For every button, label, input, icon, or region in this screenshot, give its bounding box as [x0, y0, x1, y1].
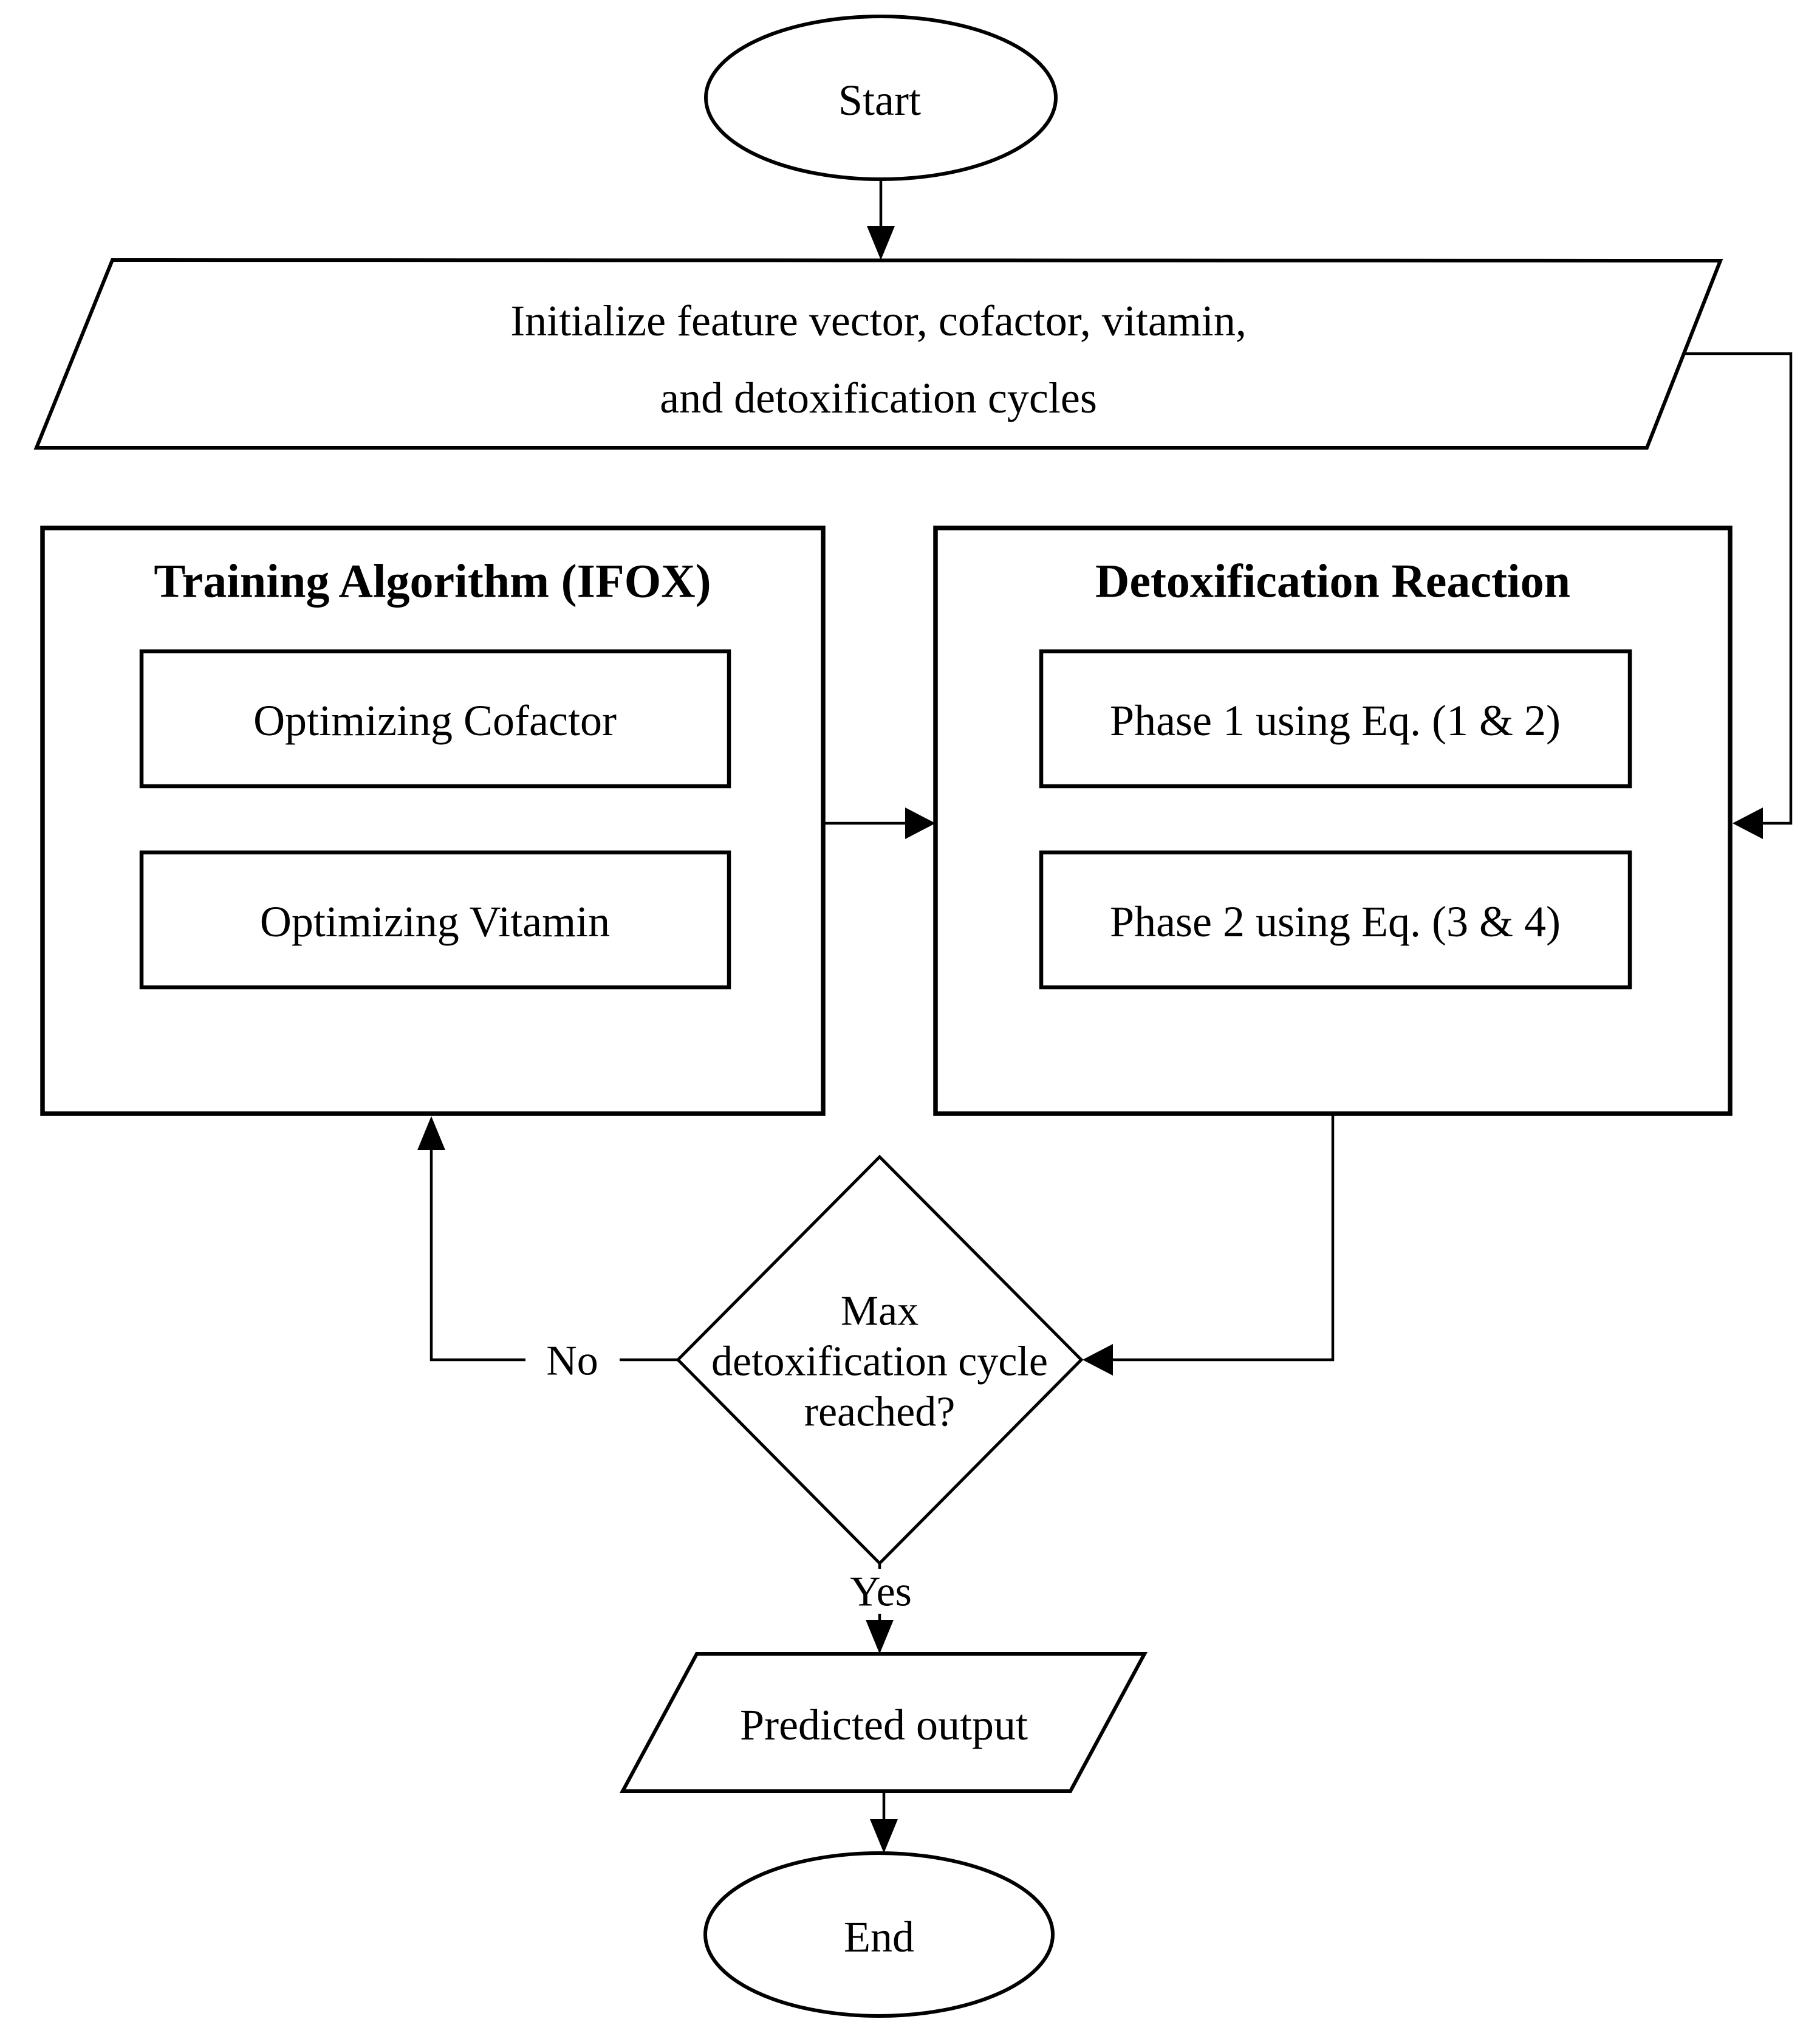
- arrow-left-icon: [1733, 807, 1763, 839]
- phase2-box: [1039, 850, 1632, 990]
- initialize-label-line2: and detoxification cycles: [660, 374, 1097, 422]
- decision-node: Max detoxification cycle reached?: [676, 1154, 1084, 1566]
- no-label-background: [525, 1335, 620, 1384]
- arrow-right-icon: [905, 807, 936, 839]
- edge-detox-to-decision-line: [1110, 1112, 1335, 1362]
- edge-output-to-end: [870, 1789, 898, 1853]
- start-label: Start: [838, 76, 921, 125]
- training-title: Training Algorithm (IFOX): [154, 555, 711, 608]
- edge-decision-no: No: [417, 1116, 680, 1385]
- detox-node: Detoxification Reaction Phase 1 using Eq…: [933, 526, 1733, 1116]
- yes-label-background: [831, 1569, 931, 1614]
- detox-title: Detoxification Reaction: [1095, 555, 1570, 608]
- arrow-down-icon: [866, 1620, 894, 1654]
- edge-initialize-to-detox: [1682, 352, 1793, 839]
- start-ellipse: [704, 15, 1058, 181]
- optimizing-vitamin-box: [139, 850, 731, 990]
- initialize-node: Initialize feature vector, cofactor, vit…: [33, 258, 1723, 450]
- output-label: Predicted output: [740, 1701, 1028, 1749]
- initialize-parallelogram: [33, 258, 1723, 450]
- training-node: Training Algorithm (IFOX) Optimizing Cof…: [40, 526, 826, 1116]
- initialize-label-line1: Initialize feature vector, cofactor, vit…: [510, 296, 1247, 345]
- end-ellipse: [703, 1851, 1055, 2018]
- optimizing-vitamin-label: Optimizing Vitamin: [260, 897, 610, 946]
- end-node: End: [703, 1851, 1055, 2018]
- training-box: [40, 526, 826, 1116]
- arrow-down-icon: [867, 226, 895, 260]
- phase1-box: [1039, 649, 1632, 789]
- end-label: End: [844, 1913, 914, 1961]
- detox-box: [933, 526, 1733, 1116]
- decision-diamond: [676, 1154, 1084, 1566]
- output-parallelogram: [619, 1652, 1148, 1793]
- decision-label-line1: Max: [841, 1288, 919, 1335]
- edge-training-to-detox: [821, 807, 936, 839]
- arrow-down-icon: [870, 1819, 898, 1853]
- edge-detox-to-decision: [1083, 1112, 1335, 1376]
- arrow-left-icon: [1083, 1344, 1113, 1376]
- edge-decision-no-line: [429, 1150, 680, 1362]
- arrow-up-icon: [417, 1116, 445, 1150]
- phase2-label: Phase 2 using Eq. (3 & 4): [1110, 897, 1561, 946]
- phase1-label: Phase 1 using Eq. (1 & 2): [1110, 696, 1561, 745]
- output-node: Predicted output: [619, 1652, 1148, 1793]
- no-label: No: [546, 1338, 598, 1385]
- optimizing-cofactor-label: Optimizing Cofactor: [253, 696, 617, 745]
- edge-decision-yes: Yes: [831, 1561, 931, 1654]
- start-node: Start: [704, 15, 1058, 181]
- yes-label: Yes: [850, 1569, 912, 1616]
- edge-start-to-initialize: [867, 177, 895, 260]
- decision-label-line3: reached?: [804, 1389, 956, 1436]
- optimizing-cofactor-box: [139, 649, 731, 789]
- edge-initialize-to-detox-line: [1682, 352, 1793, 825]
- decision-label-line2: detoxification cycle: [711, 1338, 1048, 1385]
